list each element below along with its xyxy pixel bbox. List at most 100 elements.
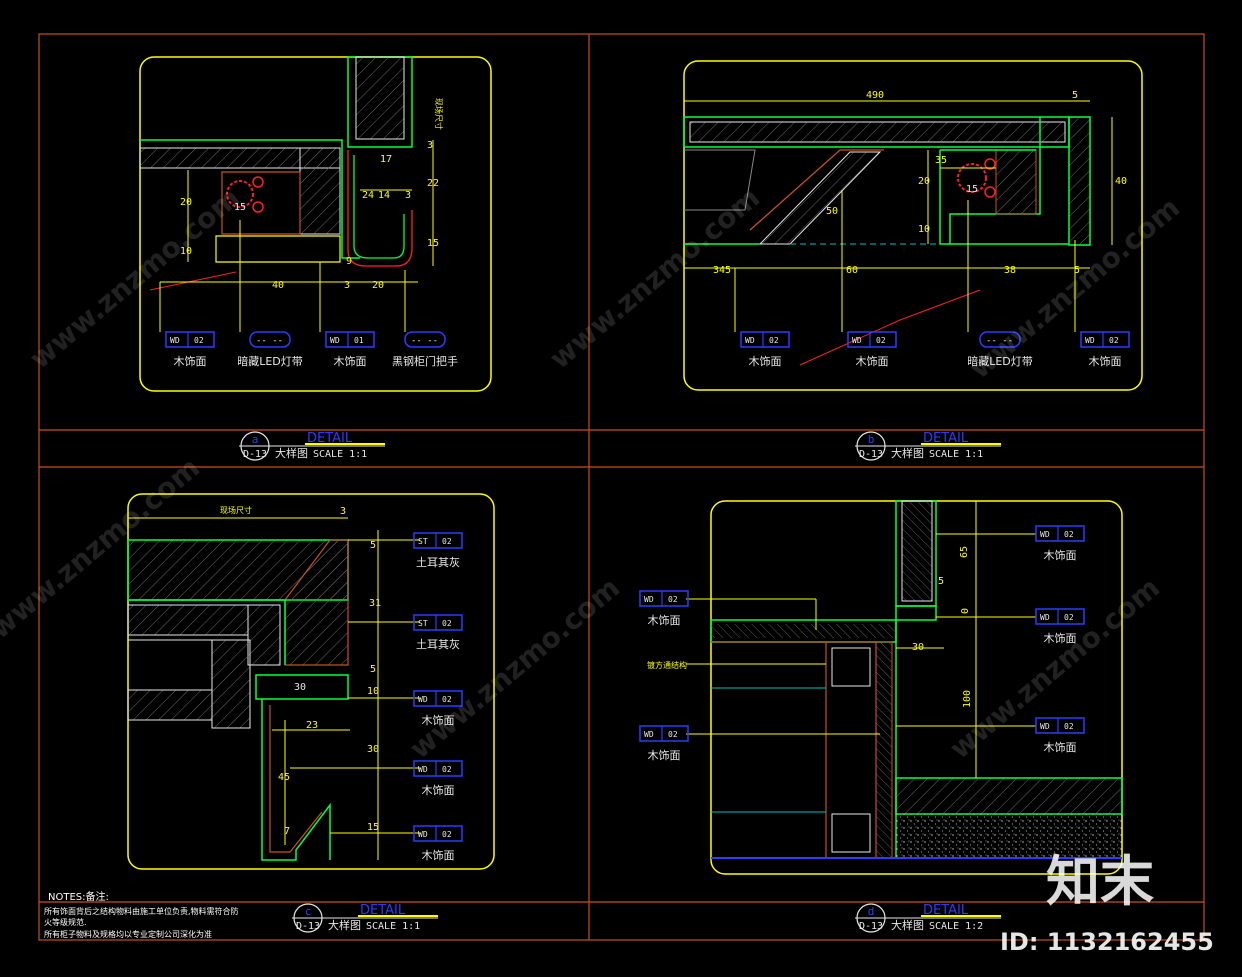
c-tag-4-label: 木饰面 — [422, 783, 455, 797]
d-tag-left-1-code: WD — [644, 595, 654, 604]
d-tag-left-2-box — [639, 725, 689, 742]
c-tag-2-num: 02 — [442, 619, 452, 628]
a-tag-4-code: -- -- — [411, 336, 438, 346]
sheet-frame — [38, 33, 1205, 941]
b-dim-38: 38 — [1004, 265, 1016, 276]
d-tag-left-2-num: 02 — [668, 730, 678, 739]
d-tag-left-2-code: WD — [644, 730, 654, 739]
title-block-b-sheet: D-13 — [859, 449, 883, 460]
c-tag-1-label: 土耳其灰 — [416, 555, 460, 569]
c-tag-5-code: WD — [418, 830, 428, 839]
a-tag-1-label: 木饰面 — [174, 354, 207, 368]
title-block-c-title: DETAIL — [360, 903, 406, 918]
b-tag-4-num: 02 — [1109, 336, 1119, 345]
a-dim-15r: 15 — [234, 202, 246, 213]
d-tag-right-3-code: WD — [1040, 722, 1050, 731]
c-dim-23: 23 — [306, 720, 318, 731]
b-tag-1-label: 木饰面 — [749, 354, 782, 368]
c-tag-3-box — [413, 690, 463, 707]
watermark-id: ID: 1132162455 — [1000, 928, 1214, 956]
c-note-top: 现场尺寸 — [220, 505, 252, 515]
d-tag-right-1: WD 02 木饰面 — [1035, 525, 1085, 562]
watermark-logo-text: 知末 — [1046, 850, 1154, 913]
a-dim-15: 15 — [427, 238, 439, 249]
a-tag-3-code: WD — [330, 336, 340, 345]
b-tag-4-code: WD — [1085, 336, 1095, 345]
b-tag-2-code: WD — [852, 336, 862, 345]
a-dim-9: 9 — [346, 256, 352, 267]
b-dim-60: 60 — [846, 265, 858, 276]
a-tag-1-code: WD — [170, 336, 180, 345]
b-tag-3: -- --暗藏LED灯带 — [967, 331, 1033, 368]
a-tag-1-box — [165, 331, 215, 348]
title-block-b-subtitle: 大样图 — [891, 446, 924, 460]
title-block-b-letter: b — [868, 433, 875, 446]
c-tag-5-label: 木饰面 — [422, 848, 455, 862]
a-dim-40: 40 — [272, 280, 284, 291]
c-tag-3-num: 02 — [442, 695, 452, 704]
a-note-vertical: 现场尺寸 — [434, 98, 444, 130]
c-tag-3-code: WD — [418, 695, 428, 704]
d-tag-right-3-num: 02 — [1064, 722, 1074, 731]
d-tag-right-1-label: 木饰面 — [1044, 548, 1077, 562]
a-dim-14: 14 — [378, 190, 390, 201]
d-tag-right-1-num: 02 — [1064, 530, 1074, 539]
notes-line-1: 所有饰面背后之结构物料由施工单位负责,物料需符合防 — [44, 906, 239, 916]
a-tag-3-label: 木饰面 — [334, 354, 367, 368]
watermark-text-2: www.znzmo.com — [543, 181, 766, 375]
d-tag-right-2-label: 木饰面 — [1044, 631, 1077, 645]
b-dim-35: 35 — [935, 155, 947, 166]
title-block-d-title: DETAIL — [923, 903, 969, 918]
c-tag-2-code: ST — [418, 619, 428, 628]
d-tag-right-2-box — [1035, 608, 1085, 625]
a-dim-3a: 3 — [427, 140, 433, 151]
title-block-a-title: DETAIL — [307, 431, 353, 446]
a-dim-24: 24 — [362, 190, 374, 201]
d-dim-30: 30 — [912, 642, 924, 653]
c-tag-1-num: 02 — [442, 537, 452, 546]
c-tag-3-label: 木饰面 — [422, 713, 455, 727]
c-tag-1-code: ST — [418, 537, 428, 546]
d-tag-right-3-box — [1035, 717, 1085, 734]
a-tag-2-pill — [249, 331, 291, 348]
notes-line-2: 火等级规范. — [44, 917, 87, 927]
title-block-c-scale: SCALE 1:1 — [366, 921, 420, 932]
b-dim-10: 10 — [918, 224, 930, 235]
a-tag-4: -- --黑钢柜门把手 — [392, 331, 458, 368]
c-dim-30h: 30 — [294, 682, 306, 693]
b-dim-345: 345 — [713, 265, 731, 276]
a-tag-3-num: 01 — [354, 336, 364, 345]
b-tag-3-label: 暗藏LED灯带 — [967, 354, 1033, 368]
a-dim-3c: 3 — [344, 280, 350, 291]
watermark-text-1: www.znzmo.com — [23, 181, 246, 375]
notes-heading: NOTES:备注: — [48, 890, 109, 903]
watermark-logo: 知末 ID: 1132162455 — [1000, 850, 1214, 956]
d-tag-right-2-code: WD — [1040, 613, 1050, 622]
title-block-c-letter: c — [305, 905, 312, 918]
b-tag-1-code: WD — [745, 336, 755, 345]
c-tag-4-box — [413, 760, 463, 777]
d-tag-left-2-label: 木饰面 — [648, 748, 681, 762]
d-tag-right-1-code: WD — [1040, 530, 1050, 539]
c-tag-1: ST 02 土耳其灰 — [413, 532, 463, 569]
title-block-d-subtitle: 大样图 — [891, 918, 924, 932]
d-tag-left-1-label: 木饰面 — [648, 613, 681, 627]
c-dim-31: 31 — [369, 598, 381, 609]
title-block-a-sheet: D-13 — [243, 449, 267, 460]
a-dim-22: 22 — [427, 178, 439, 189]
c-tag-4-code: WD — [418, 765, 428, 774]
notes-line-3: 所有柜子物料及规格均以专业定制公司深化为准 — [44, 929, 212, 939]
